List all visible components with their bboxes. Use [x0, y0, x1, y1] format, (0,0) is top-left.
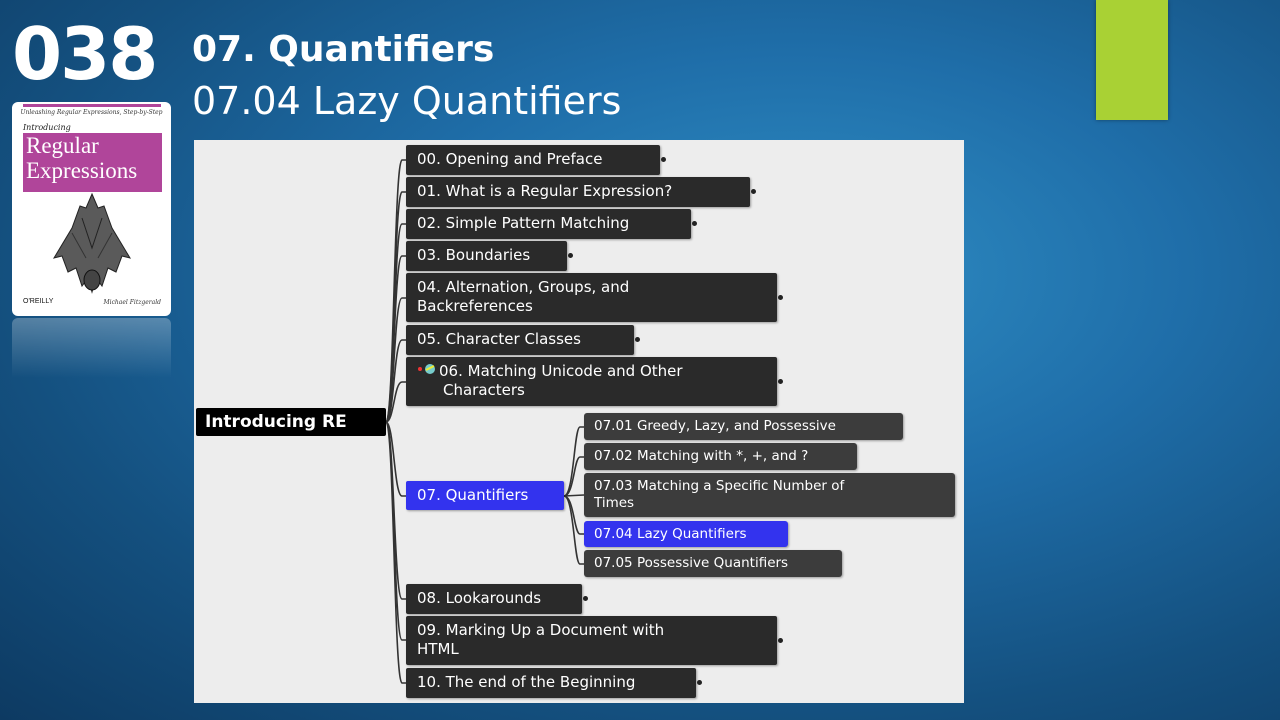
- book-title-line2: Expressions: [26, 158, 138, 183]
- node-label: 09. Marking Up a Document with: [417, 621, 665, 639]
- node-label: 07. Quantifiers: [417, 486, 529, 504]
- chapter-10-node[interactable]: 10. The end of the Beginning: [406, 668, 696, 698]
- node-label: 04. Alternation, Groups, and: [417, 278, 630, 296]
- node-label: 07.01 Greedy, Lazy, and Possessive: [594, 418, 836, 434]
- book-title-line1: Regular: [26, 133, 99, 158]
- node-label: 08. Lookarounds: [417, 589, 542, 607]
- expand-dot[interactable]: [778, 379, 783, 384]
- node-label: 10. The end of the Beginning: [417, 673, 636, 691]
- node-label: 05. Character Classes: [417, 330, 581, 348]
- chapter-05-node[interactable]: 05. Character Classes: [406, 325, 634, 355]
- chapter-03-node[interactable]: 03. Boundaries: [406, 241, 567, 271]
- bat-illustration: [52, 192, 132, 294]
- unicode-icon: [418, 364, 435, 374]
- lesson-subtitle: 07.04 Lazy Quantifiers: [192, 79, 622, 123]
- node-label: 03. Boundaries: [417, 246, 531, 264]
- chapter-06-node[interactable]: 06. Matching Unicode and Other Character…: [406, 357, 777, 406]
- node-label: Characters: [443, 381, 525, 399]
- book-reflection: [12, 318, 171, 378]
- subtopic-0701-node[interactable]: 07.01 Greedy, Lazy, and Possessive: [584, 413, 903, 440]
- expand-dot[interactable]: [697, 680, 702, 685]
- mind-map-connectors: [385, 159, 585, 684]
- node-label: 00. Opening and Preface: [417, 150, 603, 168]
- expand-dot[interactable]: [583, 596, 588, 601]
- cover-topline: [23, 104, 161, 107]
- subtopic-0704-node[interactable]: 07.04 Lazy Quantifiers: [584, 521, 788, 547]
- expand-dot[interactable]: [751, 189, 756, 194]
- node-label: 01. What is a Regular Expression?: [417, 182, 673, 200]
- mind-map: Introducing RE 00. Opening and Preface 0…: [194, 140, 964, 703]
- node-label: 07.05 Possessive Quantifiers: [594, 555, 789, 571]
- book-publisher: O'REILLY: [23, 298, 54, 305]
- expand-dot[interactable]: [778, 638, 783, 643]
- expand-dot[interactable]: [568, 253, 573, 258]
- accent-bar: [1096, 0, 1168, 120]
- node-label: 07.03 Matching a Specific Number of: [594, 478, 845, 494]
- node-label: HTML: [417, 640, 459, 658]
- slide-number: 038: [12, 12, 158, 96]
- book-intro: Introducing: [23, 123, 71, 132]
- root-node[interactable]: Introducing RE: [196, 408, 386, 436]
- book-title-band: Regular Expressions: [23, 133, 162, 192]
- subtopic-0702-node[interactable]: 07.02 Matching with *, +, and ?: [584, 443, 857, 470]
- node-label: 06. Matching Unicode and Other: [439, 362, 683, 380]
- chapter-08-node[interactable]: 08. Lookarounds: [406, 584, 582, 614]
- chapter-01-node[interactable]: 01. What is a Regular Expression?: [406, 177, 750, 207]
- expand-dot[interactable]: [778, 295, 783, 300]
- node-label: 07.02 Matching with *, +, and ?: [594, 448, 809, 464]
- book-author: Michael Fitzgerald: [103, 299, 162, 306]
- book-cover: Unleashing Regular Expressions, Step-by-…: [12, 102, 171, 316]
- chapter-09-node[interactable]: 09. Marking Up a Document with HTML: [406, 616, 777, 665]
- book-tagline: Unleashing Regular Expressions, Step-by-…: [20, 109, 163, 116]
- expand-dot[interactable]: [692, 221, 697, 226]
- chapter-02-node[interactable]: 02. Simple Pattern Matching: [406, 209, 691, 239]
- subtopic-0705-node[interactable]: 07.05 Possessive Quantifiers: [584, 550, 842, 577]
- node-label: 07.04 Lazy Quantifiers: [594, 526, 747, 542]
- chapter-00-node[interactable]: 00. Opening and Preface: [406, 145, 660, 175]
- node-label: Backreferences: [417, 297, 533, 315]
- node-label: 02. Simple Pattern Matching: [417, 214, 630, 232]
- subtopic-0703-node[interactable]: 07.03 Matching a Specific Number of Time…: [584, 473, 955, 517]
- chapter-07-node[interactable]: 07. Quantifiers: [406, 481, 564, 510]
- section-title: 07. Quantifiers: [192, 29, 495, 70]
- expand-dot[interactable]: [661, 157, 666, 162]
- chapter-04-node[interactable]: 04. Alternation, Groups, and Backreferen…: [406, 273, 777, 322]
- expand-dot[interactable]: [635, 337, 640, 342]
- node-label: Times: [594, 495, 635, 511]
